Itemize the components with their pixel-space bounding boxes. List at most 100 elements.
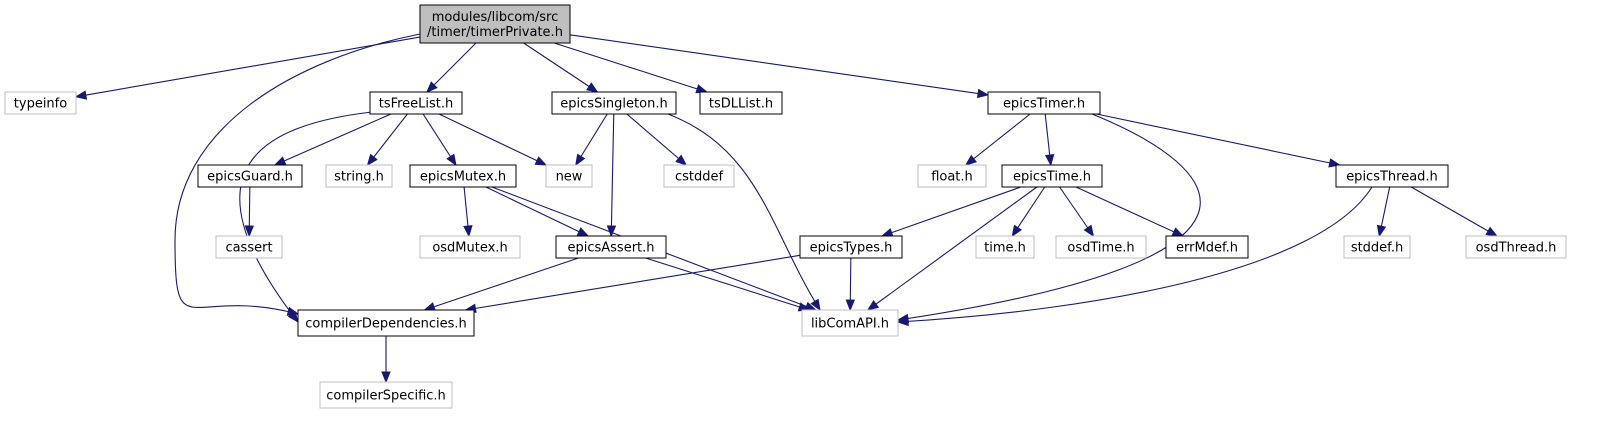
edge-epicsTimer-to-epicsThread xyxy=(1096,113,1341,168)
edge-epicsTimer-to-epicsThread-line xyxy=(1096,113,1340,166)
edge-tsFreeList-to-string xyxy=(366,113,408,167)
node-tsFreeList-box xyxy=(369,91,463,115)
edge-epicsTimer-to-epicsTime xyxy=(1044,113,1055,167)
edge-epicsTime-to-time xyxy=(1011,186,1046,238)
node-epicsThread-box xyxy=(1335,164,1449,188)
node-epicsTimer[interactable]: epicsTimer.h xyxy=(987,91,1101,115)
node-new-box xyxy=(545,164,593,188)
node-osdMutex: osdMutex.h xyxy=(419,235,521,259)
node-cassert-label: cassert xyxy=(225,241,272,256)
node-cstddef: cstddef xyxy=(663,164,735,188)
edge-epicsTime-to-errMdef xyxy=(1075,186,1185,237)
node-typeinfo-box xyxy=(4,91,77,115)
edge-epicsTime-to-libComAPI-line xyxy=(867,186,1038,311)
node-root[interactable]: modules/libcom/src/timer/timerPrivate.h xyxy=(419,4,571,44)
edge-tsFreeList-to-epicsMutex-arrowhead xyxy=(446,153,457,167)
node-tsDLList[interactable]: tsDLList.h xyxy=(699,91,783,115)
node-epicsGuard-label: epicsGuard.h xyxy=(207,170,293,185)
node-root-label: modules/libcom/src/timer/timerPrivate.h xyxy=(427,10,563,40)
edge-epicsTime-to-errMdef-arrowhead xyxy=(1171,227,1185,237)
node-new-label: new xyxy=(556,170,583,185)
edge-root-to-typeinfo-arrowhead xyxy=(74,90,88,100)
edge-epicsAssert-to-libComAPI-line xyxy=(645,257,810,311)
node-osdTime-label: osdTime.h xyxy=(1067,241,1134,256)
edge-root-to-typeinfo-line xyxy=(75,36,421,98)
node-libComAPI: libComAPI.h xyxy=(801,309,899,337)
edge-root-to-tsDLList xyxy=(553,42,709,94)
node-root-box xyxy=(419,4,571,44)
edge-epicsThread-to-osdThread-arrowhead xyxy=(1485,226,1498,237)
edge-root-to-typeinfo xyxy=(74,36,421,100)
edge-epicsMutex-to-osdMutex xyxy=(463,186,473,238)
node-string-label: string.h xyxy=(334,170,384,185)
edge-epicsTime-to-libComAPI xyxy=(866,186,1038,311)
node-epicsTypes[interactable]: epicsTypes.h xyxy=(799,235,903,259)
edge-root-to-compilerDependencies-line xyxy=(174,33,421,315)
node-epicsTime-box xyxy=(1001,164,1103,188)
edge-root-to-tsFreeList-line xyxy=(426,42,477,93)
edge-root-to-tsFreeList xyxy=(426,42,477,93)
edge-root-to-epicsSingleton-arrowhead xyxy=(586,82,599,93)
node-time: time.h xyxy=(975,235,1035,259)
edge-tsFreeList-to-compilerDependencies-line xyxy=(239,111,373,323)
edge-epicsSingleton-to-libComAPI-arrowhead xyxy=(810,298,821,312)
node-float: float.h xyxy=(917,164,987,188)
edge-root-to-tsDLList-line xyxy=(553,42,707,93)
edge-compilerDependencies-to-compilerSpecific xyxy=(381,336,391,384)
node-cstddef-box xyxy=(663,164,735,188)
edge-epicsTime-to-osdTime-arrowhead xyxy=(1083,224,1095,238)
edge-epicsMutex-to-epicsAssert-line xyxy=(485,186,589,237)
edge-tsFreeList-to-compilerDependencies-arrowhead xyxy=(287,310,299,324)
edge-epicsTime-to-errMdef-line xyxy=(1075,186,1184,237)
edge-epicsTimer-to-float-line xyxy=(965,113,1031,166)
node-epicsMutex-label: epicsMutex.h xyxy=(420,170,506,185)
edge-root-to-tsFreeList-arrowhead xyxy=(426,81,438,93)
node-compilerDependencies-label: compilerDependencies.h xyxy=(305,317,466,332)
edge-epicsMutex-to-epicsAssert-arrowhead xyxy=(576,227,590,237)
edge-epicsTimer-to-float xyxy=(964,113,1031,166)
node-typeinfo-label: typeinfo xyxy=(14,97,67,112)
edge-epicsAssert-to-libComAPI xyxy=(645,257,811,312)
edge-epicsTimer-to-epicsTime-arrowhead xyxy=(1044,154,1055,167)
edge-root-to-epicsSingleton xyxy=(523,42,599,93)
node-osdMutex-label: osdMutex.h xyxy=(432,241,507,256)
node-epicsTimer-box xyxy=(987,91,1101,115)
edge-epicsThread-to-libComAPI-line xyxy=(897,186,1373,323)
edge-epicsSingleton-to-cstddef-arrowhead xyxy=(675,154,688,166)
edge-epicsTimer-to-libComAPI-line xyxy=(897,113,1201,321)
node-tsFreeList[interactable]: tsFreeList.h xyxy=(369,91,463,115)
node-epicsTime-label: epicsTime.h xyxy=(1013,170,1091,185)
edge-root-to-epicsTimer xyxy=(569,34,990,99)
edge-epicsTime-to-epicsTypes-arrowhead xyxy=(880,228,894,237)
edge-epicsThread-to-osdThread xyxy=(1410,186,1498,237)
node-epicsAssert[interactable]: epicsAssert.h xyxy=(555,235,667,259)
edge-epicsTypes-to-libComAPI-arrowhead xyxy=(845,299,856,312)
edge-epicsAssert-to-compilerDependencies-arrowhead xyxy=(423,302,436,312)
node-errMdef[interactable]: errMdef.h xyxy=(1165,235,1249,259)
node-epicsTime[interactable]: epicsTime.h xyxy=(1001,164,1103,188)
node-string: string.h xyxy=(325,164,393,188)
node-epicsSingleton[interactable]: epicsSingleton.h xyxy=(551,91,677,115)
node-osdTime: osdTime.h xyxy=(1055,235,1147,259)
node-epicsMutex[interactable]: epicsMutex.h xyxy=(409,164,517,188)
edge-tsFreeList-to-epicsMutex xyxy=(422,113,457,167)
node-cstddef-label: cstddef xyxy=(675,170,724,185)
node-epicsGuard[interactable]: epicsGuard.h xyxy=(197,164,303,188)
node-epicsSingleton-label: epicsSingleton.h xyxy=(560,97,667,112)
edge-epicsSingleton-to-cstddef xyxy=(626,113,688,166)
node-time-label: time.h xyxy=(984,241,1026,256)
edge-tsFreeList-to-string-line xyxy=(367,113,408,166)
node-epicsThread[interactable]: epicsThread.h xyxy=(1335,164,1449,188)
edge-epicsGuard-to-cassert xyxy=(244,186,255,238)
edge-epicsTime-to-epicsTypes-line xyxy=(881,186,1022,237)
edge-epicsThread-to-stddef-arrowhead xyxy=(1376,224,1387,238)
edge-epicsThread-to-libComAPI xyxy=(896,186,1373,327)
node-float-label: float.h xyxy=(931,170,973,185)
edge-epicsSingleton-to-epicsAssert-line xyxy=(610,113,615,237)
edge-epicsTime-to-epicsTypes xyxy=(880,186,1022,237)
node-cassert: cassert xyxy=(215,235,283,259)
node-tsDLList-box xyxy=(699,91,783,115)
node-epicsTypes-label: epicsTypes.h xyxy=(810,241,893,256)
node-epicsMutex-box xyxy=(409,164,517,188)
node-compilerDependencies[interactable]: compilerDependencies.h xyxy=(297,309,475,337)
